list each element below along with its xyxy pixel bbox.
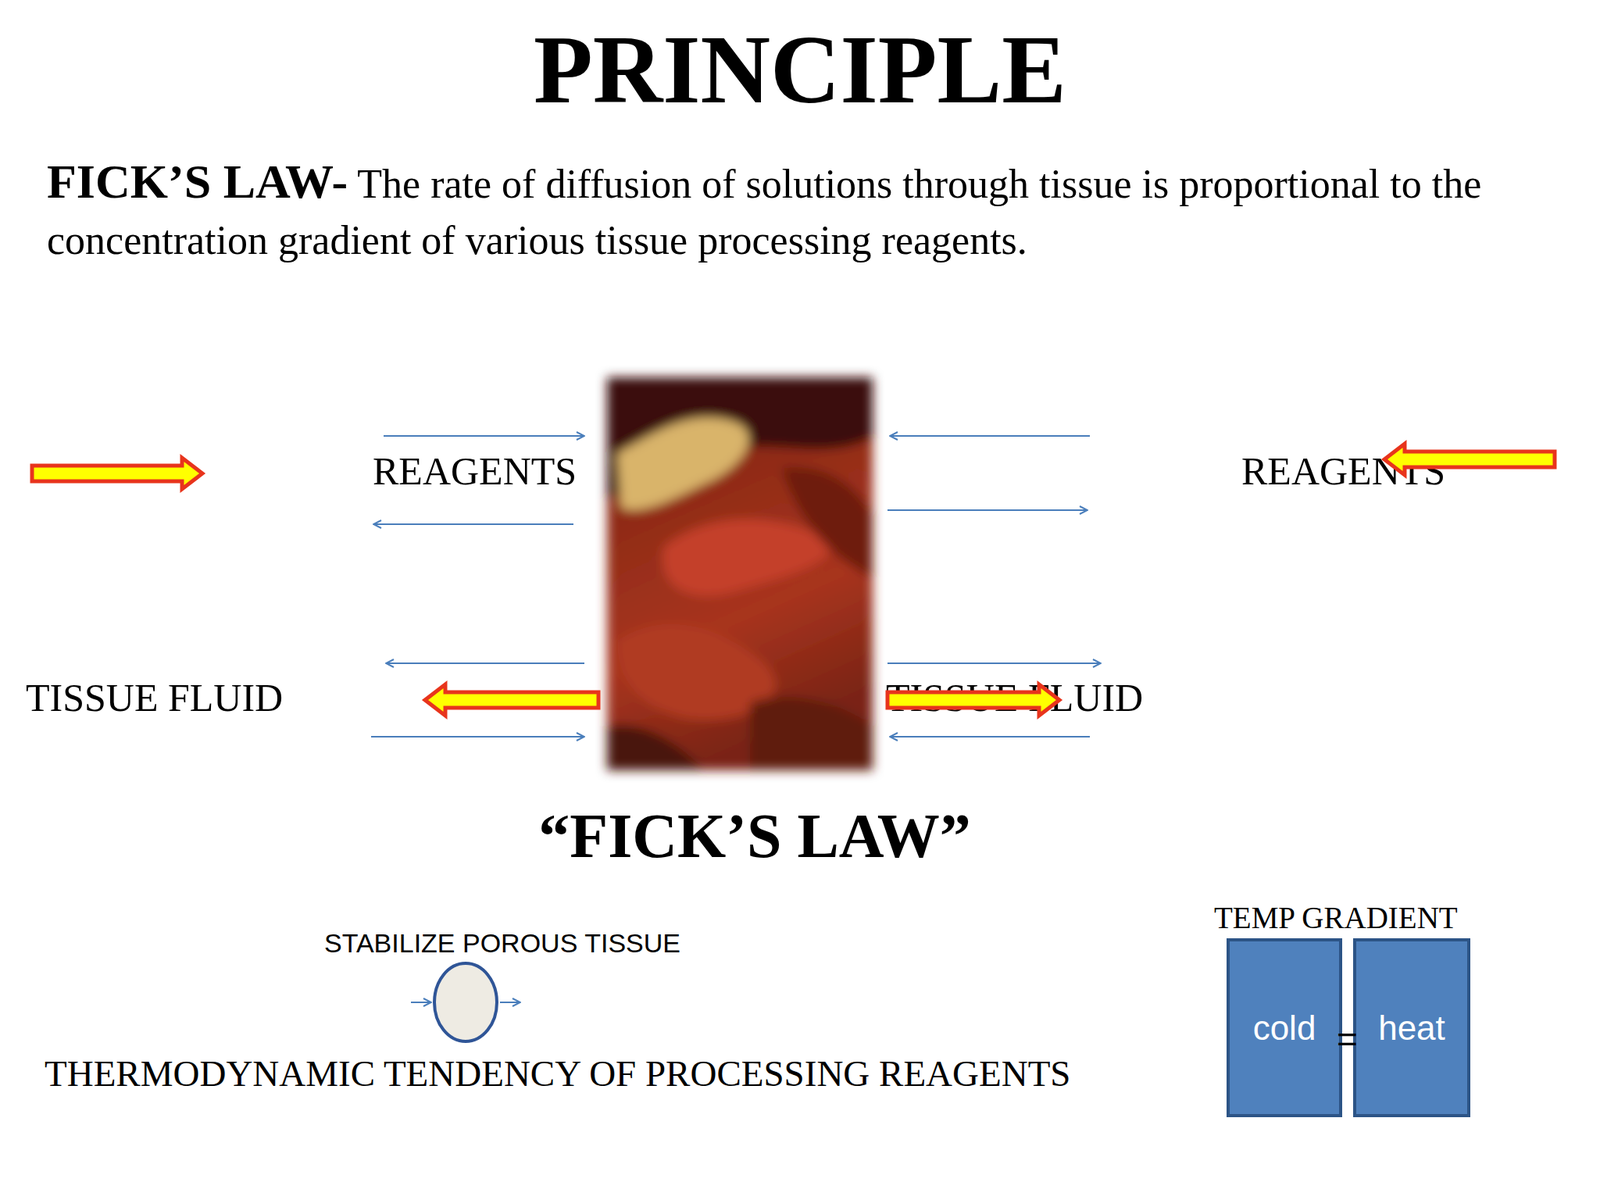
law-statement: FICK’S LAW- The rate of diffusion of sol…: [46, 153, 1590, 269]
caption: “FICK’S LAW”: [442, 804, 1068, 868]
tissue-fluid-label: TISSUE FLUID: [25, 676, 283, 720]
box-text: heat: [1378, 1008, 1446, 1048]
block-arrow: [425, 684, 599, 716]
title: PRINCIPLE: [0, 17, 1600, 124]
box-text: cold: [1253, 1008, 1317, 1048]
reagents-label: REAGENTS: [372, 450, 577, 493]
temperature-box: heat: [1353, 938, 1471, 1118]
temperature-box: cold: [1226, 938, 1343, 1118]
law-name: FICK’S LAW-: [46, 154, 348, 208]
tissue-image: [607, 377, 873, 771]
reagents-label: REAGENTS: [1241, 450, 1446, 493]
thermodynamic-label: THERMODYNAMIC TENDENCY OF PROCESSING REA…: [44, 1053, 1071, 1095]
pore-circle: [434, 963, 497, 1042]
temp-gradient-label: TEMP GRADIENT: [1214, 901, 1458, 936]
tissue-fluid-label: TISSUE FLUID: [885, 676, 1143, 720]
diffusion-arrows: [371, 435, 1101, 1003]
equals-sign: =: [1336, 1019, 1358, 1060]
stabilize-label: STABILIZE POROUS TISSUE: [324, 928, 681, 958]
block-arrow: [32, 457, 203, 490]
